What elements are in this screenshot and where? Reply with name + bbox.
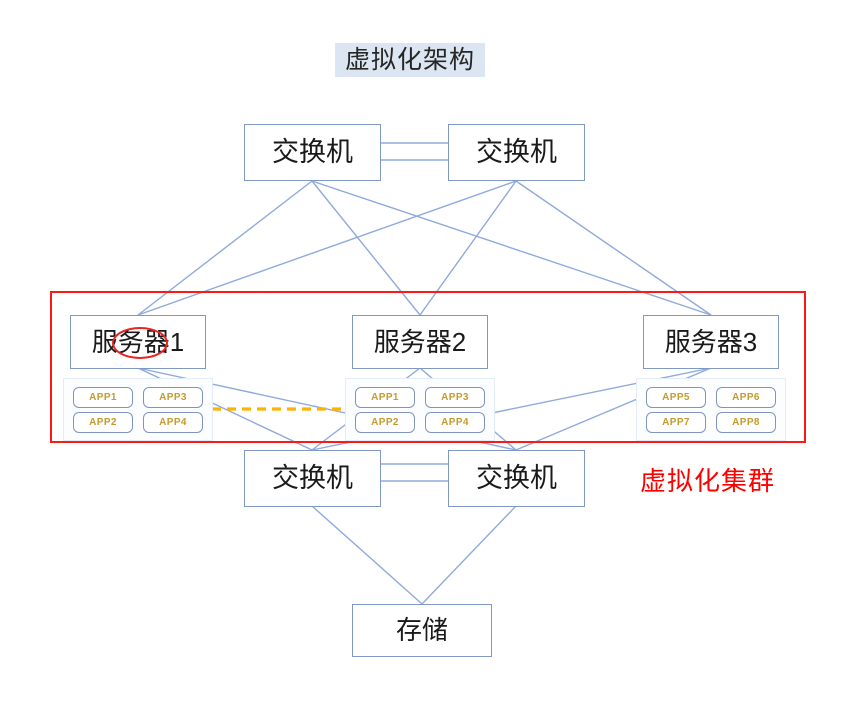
server-box-2[interactable]: 服务器2 bbox=[352, 315, 488, 369]
app-panel-server-2: APP1 APP3 APP2 APP4 bbox=[345, 378, 495, 441]
app-box-s2-app3[interactable]: APP3 bbox=[425, 387, 485, 408]
switch-bottom-right[interactable]: 交换机 bbox=[448, 450, 585, 507]
switch-bottom-left[interactable]: 交换机 bbox=[244, 450, 381, 507]
app-box-s2-app2[interactable]: APP2 bbox=[355, 412, 415, 433]
app-box-s1-app1[interactable]: APP1 bbox=[73, 387, 133, 408]
app-panel-server-3: APP5 APP6 APP7 APP8 bbox=[636, 378, 786, 441]
app-box-s1-app2[interactable]: APP2 bbox=[73, 412, 133, 433]
app-box-s3-app8[interactable]: APP8 bbox=[716, 412, 776, 433]
page-title: 虚拟化架构 bbox=[335, 43, 485, 77]
app-box-s1-app4[interactable]: APP4 bbox=[143, 412, 203, 433]
app-box-s3-app6[interactable]: APP6 bbox=[716, 387, 776, 408]
switch-top-right[interactable]: 交换机 bbox=[448, 124, 585, 181]
server-box-3[interactable]: 服务器3 bbox=[643, 315, 779, 369]
highlight-ellipse-icon bbox=[112, 327, 168, 359]
app-box-s2-app1[interactable]: APP1 bbox=[355, 387, 415, 408]
virtualization-cluster-boundary bbox=[50, 291, 806, 443]
app-box-s1-app3[interactable]: APP3 bbox=[143, 387, 203, 408]
link-brs-storage bbox=[421, 505, 517, 605]
storage-box[interactable]: 存储 bbox=[352, 604, 492, 657]
app-panel-server-1: APP1 APP3 APP2 APP4 bbox=[63, 378, 213, 441]
app-box-s2-app4[interactable]: APP4 bbox=[425, 412, 485, 433]
cluster-label: 虚拟化集群 bbox=[640, 466, 776, 496]
app-box-s3-app5[interactable]: APP5 bbox=[646, 387, 706, 408]
app-box-s3-app7[interactable]: APP7 bbox=[646, 412, 706, 433]
switch-top-left[interactable]: 交换机 bbox=[244, 124, 381, 181]
link-bls-storage bbox=[311, 505, 423, 605]
